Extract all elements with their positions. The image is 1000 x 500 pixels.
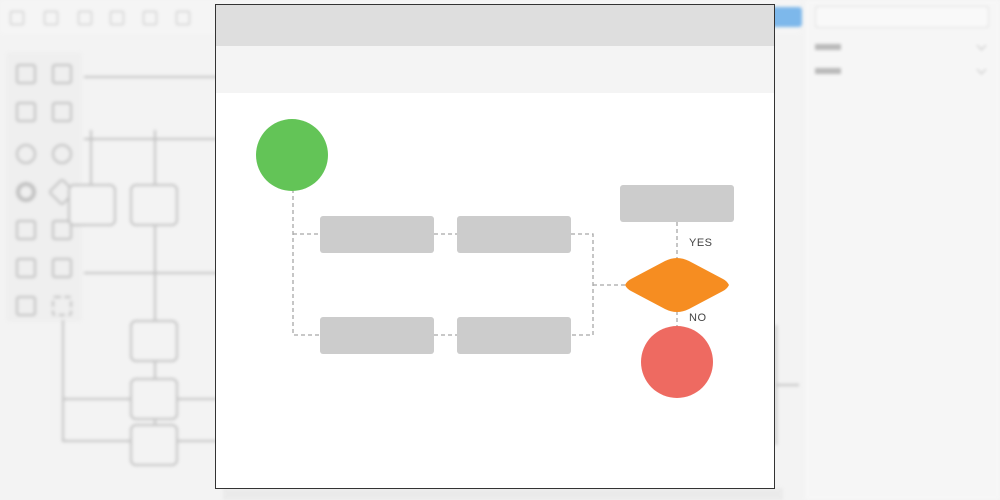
background-properties-panel	[805, 0, 1000, 500]
data-store-icon	[52, 258, 72, 278]
start-event-icon	[16, 144, 36, 164]
task-yes-outcome[interactable]	[620, 185, 734, 222]
task-lower-1[interactable]	[320, 317, 434, 354]
redo-icon	[44, 11, 58, 25]
background-connector	[84, 76, 219, 78]
zoom-in-icon	[78, 11, 92, 25]
background-panel-heading	[815, 44, 841, 50]
task-upper-2[interactable]	[457, 216, 571, 253]
zoom-out-icon	[110, 11, 124, 25]
diagram-preview-dialog: YES NO	[215, 4, 775, 489]
background-connector	[62, 320, 64, 442]
background-task	[130, 320, 178, 362]
hand-tool-icon	[16, 64, 36, 84]
background-connector	[84, 272, 219, 274]
undo-icon	[10, 11, 24, 25]
connector-merge	[571, 233, 594, 336]
dialog-header	[216, 5, 774, 46]
connect-tool-icon	[52, 102, 72, 122]
intermediate-event-icon	[52, 144, 72, 164]
task-lower-2[interactable]	[457, 317, 571, 354]
background-connector	[154, 130, 156, 430]
no-label: NO	[689, 312, 707, 324]
group-icon	[52, 296, 72, 316]
task-upper-1[interactable]	[320, 216, 434, 253]
background-task	[130, 378, 178, 420]
space-tool-icon	[16, 102, 36, 122]
background-connector	[84, 138, 219, 140]
background-task	[130, 424, 178, 466]
connector-start-to-lower-branch	[292, 189, 320, 336]
save-icon	[176, 11, 190, 25]
background-connector	[90, 130, 92, 200]
end-event[interactable]	[641, 326, 713, 398]
background-panel-heading	[815, 68, 841, 74]
background-connector	[775, 384, 799, 386]
lasso-tool-icon	[52, 64, 72, 84]
yes-label: YES	[689, 237, 713, 249]
task-icon	[16, 220, 36, 240]
pool-icon	[16, 296, 36, 316]
fit-icon	[143, 11, 157, 25]
background-task	[130, 184, 178, 226]
dialog-toolbar	[216, 46, 774, 93]
start-event[interactable]	[256, 119, 328, 191]
flowchart-canvas: YES NO	[256, 119, 734, 398]
background-search-field	[815, 6, 989, 28]
decision-gateway[interactable]	[625, 258, 729, 312]
subprocess-icon	[52, 220, 72, 240]
background-task	[68, 184, 116, 226]
end-event-icon	[16, 182, 36, 202]
background-footer	[223, 488, 783, 500]
data-object-icon	[16, 258, 36, 278]
